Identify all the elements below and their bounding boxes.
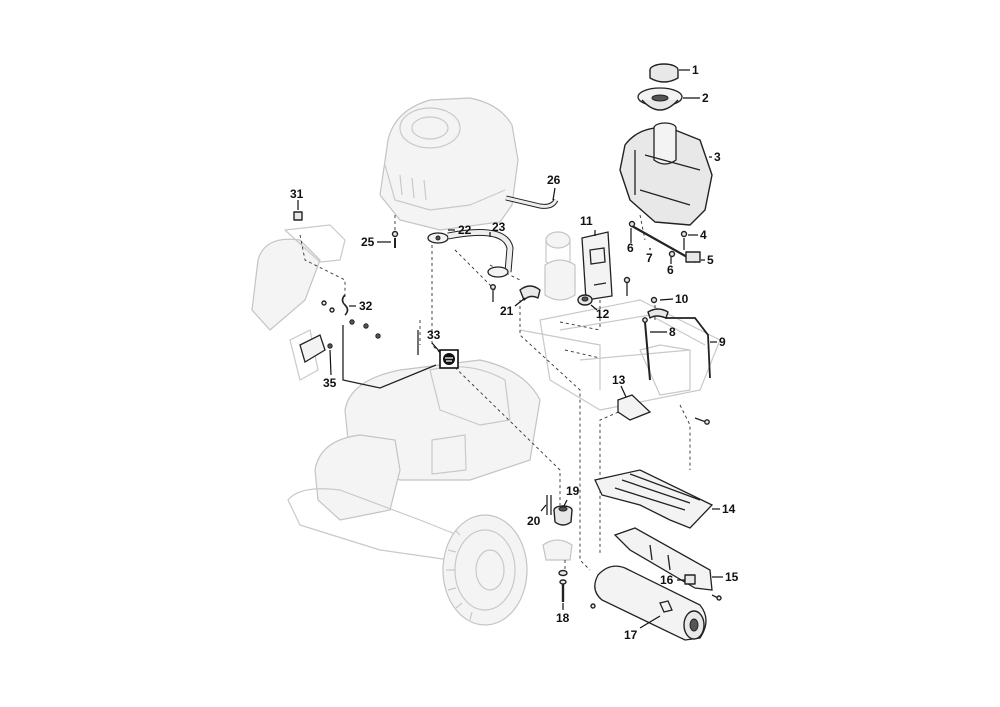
callout-17[interactable]: 17 bbox=[624, 628, 638, 642]
part-clamp-10[interactable] bbox=[647, 296, 669, 319]
callout-3[interactable]: 3 bbox=[714, 150, 721, 164]
callout-35[interactable]: 35 bbox=[323, 376, 337, 390]
mower-icon bbox=[439, 349, 459, 369]
callout-6-right[interactable]: 6 bbox=[667, 263, 674, 277]
part-pin-20[interactable] bbox=[546, 495, 552, 515]
assembly-guides bbox=[299, 214, 691, 575]
ghost-machine bbox=[251, 97, 721, 626]
ghost-frame bbox=[539, 299, 721, 411]
callout-23[interactable]: 23 bbox=[492, 220, 506, 234]
callout-10[interactable]: 10 bbox=[675, 292, 689, 306]
part-rod-9[interactable] bbox=[665, 317, 711, 379]
part-mount-19[interactable] bbox=[553, 505, 573, 526]
callout-22[interactable]: 22 bbox=[458, 223, 472, 237]
callout-15[interactable]: 15 bbox=[725, 570, 739, 584]
part-bolt-25[interactable] bbox=[391, 230, 399, 249]
part-exhaust-pipe[interactable] bbox=[447, 228, 514, 278]
callout-26[interactable]: 26 bbox=[547, 173, 561, 187]
callout-25[interactable]: 25 bbox=[361, 235, 375, 249]
part-bolt-18[interactable] bbox=[558, 569, 568, 603]
ghost-wheel bbox=[442, 514, 528, 626]
part-pipe-bolt[interactable] bbox=[490, 284, 497, 302]
callout-9[interactable]: 9 bbox=[719, 335, 726, 349]
callout-8[interactable]: 8 bbox=[669, 325, 676, 339]
callout-12[interactable]: 12 bbox=[596, 307, 610, 321]
part-rod-8[interactable] bbox=[642, 317, 651, 381]
callout-16[interactable]: 16 bbox=[660, 573, 674, 587]
ghost-side-panel bbox=[251, 238, 321, 331]
callout-6-left[interactable]: 6 bbox=[627, 241, 634, 255]
callout-32[interactable]: 32 bbox=[359, 299, 373, 313]
callout-20[interactable]: 20 bbox=[527, 514, 541, 528]
part-bracket-11[interactable] bbox=[581, 231, 613, 301]
callout-11[interactable]: 11 bbox=[580, 214, 593, 228]
part-fuel-strainer[interactable] bbox=[637, 87, 683, 111]
callout-21[interactable]: 21 bbox=[500, 304, 514, 318]
callout-1[interactable]: 1 bbox=[692, 63, 699, 77]
part-clamp-16[interactable] bbox=[684, 574, 696, 585]
callout-19[interactable]: 19 bbox=[566, 484, 580, 498]
callout-5[interactable]: 5 bbox=[707, 253, 714, 267]
part-cap-31[interactable] bbox=[293, 211, 303, 221]
part-fitting-4[interactable] bbox=[680, 230, 688, 251]
part-grommet[interactable] bbox=[577, 294, 593, 306]
part-fuel-cap[interactable] bbox=[649, 63, 679, 83]
callout-4[interactable]: 4 bbox=[700, 228, 707, 242]
ghost-engine bbox=[379, 97, 519, 231]
part-plate-13[interactable] bbox=[617, 394, 652, 421]
callout-18[interactable]: 18 bbox=[556, 611, 570, 625]
callout-14[interactable]: 14 bbox=[722, 502, 736, 516]
leader-lines bbox=[297, 69, 723, 629]
part-lever-35[interactable] bbox=[299, 334, 333, 363]
part-washer-17[interactable] bbox=[590, 603, 596, 609]
ghost-hood bbox=[314, 434, 401, 521]
part-throttle-cable[interactable] bbox=[342, 325, 437, 389]
part-breather-hose[interactable] bbox=[505, 195, 559, 209]
part-spring-32[interactable] bbox=[321, 294, 381, 339]
ghost-engine-flywheel bbox=[399, 107, 461, 149]
callout-31[interactable]: 31 bbox=[290, 187, 304, 201]
callout-33[interactable]: 33 bbox=[427, 328, 441, 342]
part-fuel-tank[interactable] bbox=[619, 122, 713, 226]
callout-13[interactable]: 13 bbox=[612, 373, 626, 387]
part-gasket[interactable] bbox=[427, 232, 449, 244]
callout-2[interactable]: 2 bbox=[702, 91, 709, 105]
part-muffler[interactable] bbox=[594, 565, 707, 641]
callout-7[interactable]: 7 bbox=[646, 251, 653, 265]
part-heat-shield[interactable] bbox=[594, 469, 714, 529]
part-clamp-21[interactable] bbox=[519, 285, 541, 301]
part-bolt-11[interactable] bbox=[623, 276, 631, 284]
callout-labels: 1 2 3 4 5 6 6 7 8 9 10 11 12 13 14 15 16… bbox=[290, 63, 739, 642]
part-fuel-line[interactable] bbox=[628, 220, 701, 263]
